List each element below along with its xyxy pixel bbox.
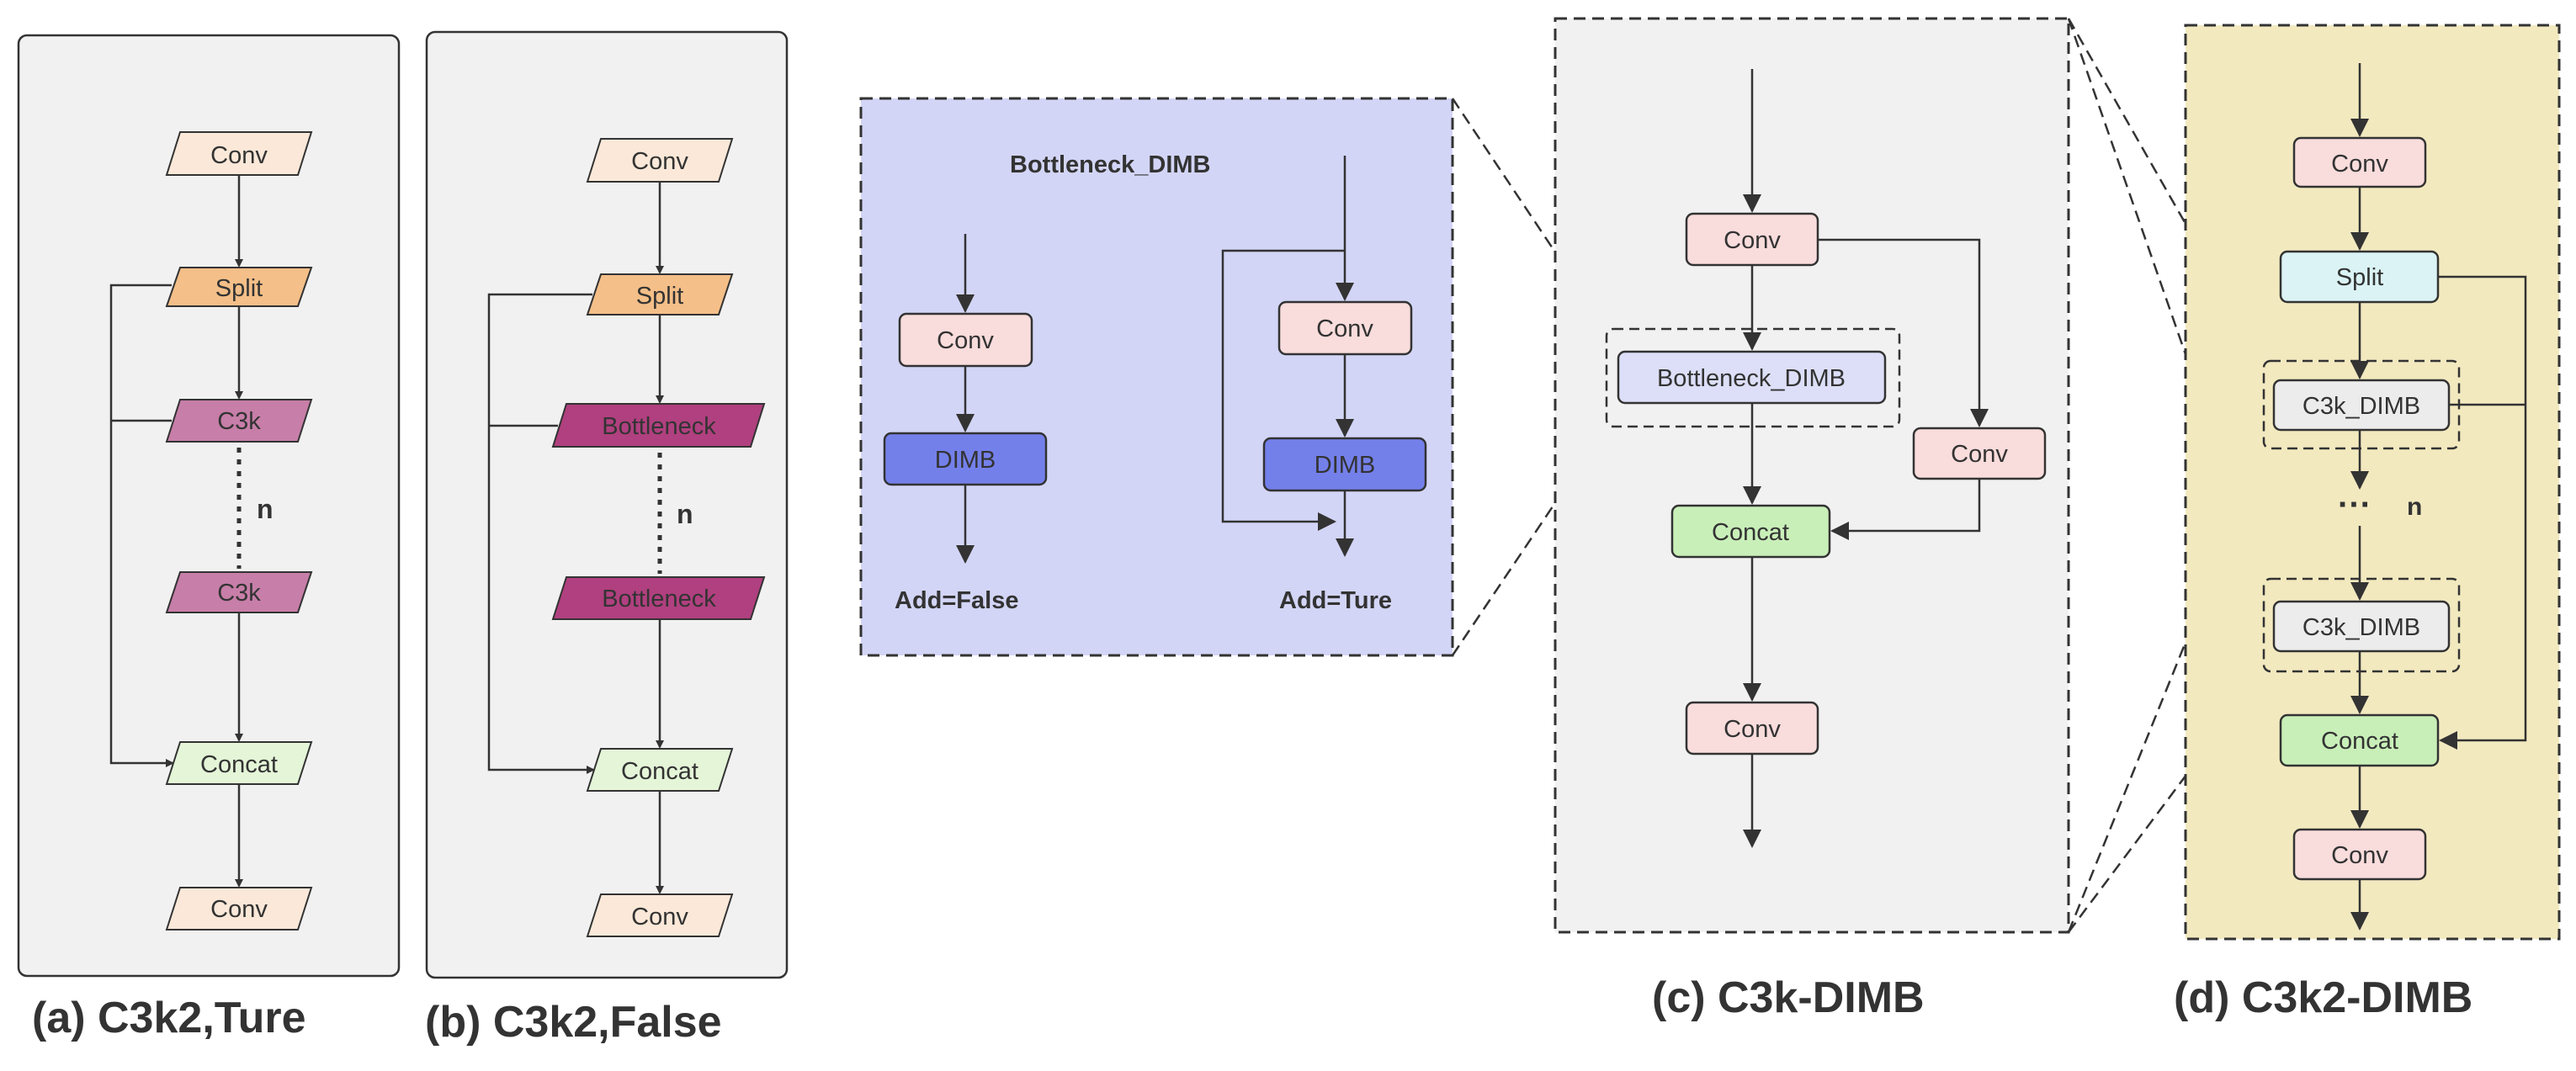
panel-a-c3k-node-2 (165, 571, 313, 613)
bottleneck-dimb-left-dimb-label: DIMB (935, 447, 996, 474)
panel-b-bottleneck-label-1: Bottleneck (602, 413, 716, 440)
panel-b-conv-top-label: Conv (631, 148, 688, 175)
panel-a-conv-top-label: Conv (210, 142, 268, 169)
bottleneck-dimb-title: Bottleneck_DIMB (1010, 151, 1211, 178)
panel-a-c3k-label-1: C3k (217, 408, 261, 435)
panel-d: Conv Split C3k_DIMB ··· n C3k_DIMB Conca… (2174, 24, 2561, 1022)
panel-a-split-node (165, 267, 313, 307)
panel-d-caption: (d) C3k2-DIMB (2174, 973, 2472, 1022)
panel-d-c3k-dimb-node-2 (2272, 600, 2451, 653)
panel-a-c3k-node-1 (165, 399, 313, 443)
panel-a-concat-label: Concat (200, 751, 278, 778)
panel-c-concat-node (1670, 504, 1831, 559)
panel-d-dots: ··· (2338, 486, 2372, 523)
panel-a-conv-bottom-label: Conv (210, 896, 268, 923)
panel-d-conv-bottom-label: Conv (2331, 842, 2388, 869)
panel-c: Conv Bottleneck_DIMB Conv Concat Conv (c… (1554, 17, 2070, 1022)
panel-b-background (425, 30, 789, 979)
panel-c-bottleneck-label: Bottleneck_DIMB (1657, 365, 1846, 392)
panel-c-conv-side-label: Conv (1951, 441, 2008, 468)
panel-b-split-node (586, 273, 734, 315)
panel-a: Conv Split C3k C3k Concat Conv n (a) C3k… (17, 34, 401, 1042)
bottleneck-dimb-background (859, 97, 1454, 657)
panel-b-repeat-label: n (677, 499, 693, 529)
panel-d-conv-top-label: Conv (2331, 151, 2388, 178)
panel-a-split-label: Split (215, 275, 263, 302)
panel-a-connectors (109, 175, 243, 888)
bottleneck-dimb-right-dimb-label: DIMB (1315, 452, 1376, 479)
panel-a-repeat-label: n (257, 494, 274, 524)
panel-d-c3k-dashed-frame-2 (2262, 577, 2461, 673)
panel-a-concat-node (165, 741, 313, 785)
panel-a-conv-top-node (165, 131, 313, 176)
panel-c-concat-label: Concat (1712, 519, 1789, 546)
panel-a-c3k-label-2: C3k (217, 580, 261, 607)
panel-d-c3k-dimb-label-2: C3k_DIMB (2302, 614, 2420, 641)
bottleneck-dimb-panel: Bottleneck_DIMB Conv DIMB Conv DIMB Add=… (859, 97, 1454, 657)
panel-b-bottleneck-node-2 (551, 576, 766, 620)
panel-a-conv-bottom-node (165, 887, 313, 930)
panel-b-caption: (b) C3k2,False (425, 998, 722, 1047)
bottleneck-dimb-left-conv-label: Conv (937, 327, 994, 354)
panel-d-concat-label: Concat (2321, 728, 2398, 755)
panel-b-bottleneck-node-1 (551, 403, 766, 448)
panel-c-connectors (1743, 69, 1989, 848)
panel-d-repeat-label: n (2407, 493, 2422, 521)
panel-b-connectors (487, 182, 664, 894)
bottleneck-dimb-connectors (956, 156, 1354, 564)
bottleneck-dimb-left-add-label: Add=False (895, 587, 1018, 614)
panel-b-conv-top-node (586, 138, 734, 183)
panel-b-split-label: Split (636, 283, 683, 310)
panel-b: Conv Split Bottleneck Bottleneck Concat … (425, 30, 789, 1047)
panel-b-bottleneck-label-2: Bottleneck (602, 586, 716, 612)
panel-a-background (17, 34, 401, 978)
panel-b-conv-bottom-label: Conv (631, 904, 688, 930)
panel-d-c3k-dimb-label-1: C3k_DIMB (2302, 393, 2420, 420)
panel-b-concat-label: Concat (621, 758, 698, 785)
panel-a-caption: (a) C3k2,Ture (32, 994, 306, 1042)
bottleneck-dimb-right-conv-label: Conv (1316, 315, 1373, 342)
panel-c-conv-bottom-label: Conv (1724, 716, 1781, 743)
panel-d-split-label: Split (2336, 264, 2383, 291)
panel-c-conv-top-label: Conv (1724, 227, 1781, 254)
panel-b-conv-bottom-node (586, 893, 734, 937)
panel-b-concat-node (586, 748, 734, 792)
panel-c-caption: (c) C3k-DIMB (1652, 973, 1925, 1022)
panel-d-connectors (2350, 63, 2527, 930)
bottleneck-dimb-right-add-label: Add=Ture (1279, 587, 1392, 614)
